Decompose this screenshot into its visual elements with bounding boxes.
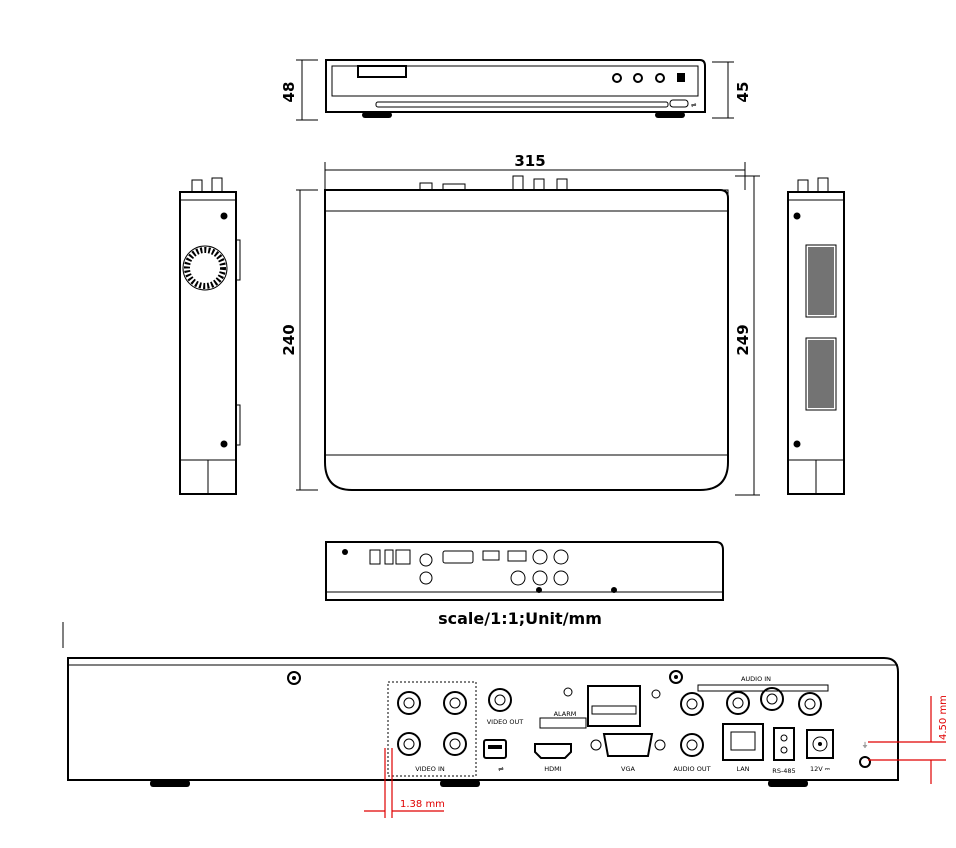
label-vga: VGA — [621, 765, 635, 773]
measure-bnc-gap: 1.38 mm — [400, 799, 445, 810]
label-audio-in: AUDIO IN — [741, 675, 771, 683]
measure-ground-offset: 4.50 mm — [938, 695, 949, 740]
top-view: 315 240 249 — [280, 152, 760, 496]
rear-view-small — [325, 541, 724, 601]
label-alarm: ALARM — [554, 710, 577, 718]
right-side-view — [787, 177, 845, 495]
front-view: ⇌ 48 45 — [280, 59, 752, 121]
dim-depth-left: 240 — [280, 324, 298, 355]
ground-icon: ⏚ — [862, 741, 869, 749]
dim-width: 315 — [514, 152, 545, 170]
measurements: 1.38 mm 4.50 mm — [364, 695, 949, 818]
rear-panel-detail: VIDEO IN VIDEO OUT ⇌ ALARM HDMI VGA AUDI… — [67, 657, 899, 787]
label-power: 12V ⎓ — [810, 765, 830, 773]
label-hdmi: HDMI — [544, 765, 562, 773]
label-audio-out: AUDIO OUT — [673, 765, 710, 773]
label-video-in: VIDEO IN — [415, 765, 445, 773]
dim-front-height-right: 45 — [734, 82, 752, 103]
svg-text:⇌: ⇌ — [691, 101, 697, 109]
label-lan: LAN — [736, 765, 749, 773]
dim-depth-right: 249 — [734, 324, 752, 355]
label-video-out: VIDEO OUT — [487, 718, 524, 726]
usb-icon: ⇌ — [498, 765, 504, 773]
left-side-view — [179, 177, 241, 495]
dim-front-height-left: 48 — [280, 82, 298, 103]
scale-caption: scale/1:1;Unit/mm — [438, 609, 602, 628]
label-rs485: RS-485 — [772, 767, 795, 775]
